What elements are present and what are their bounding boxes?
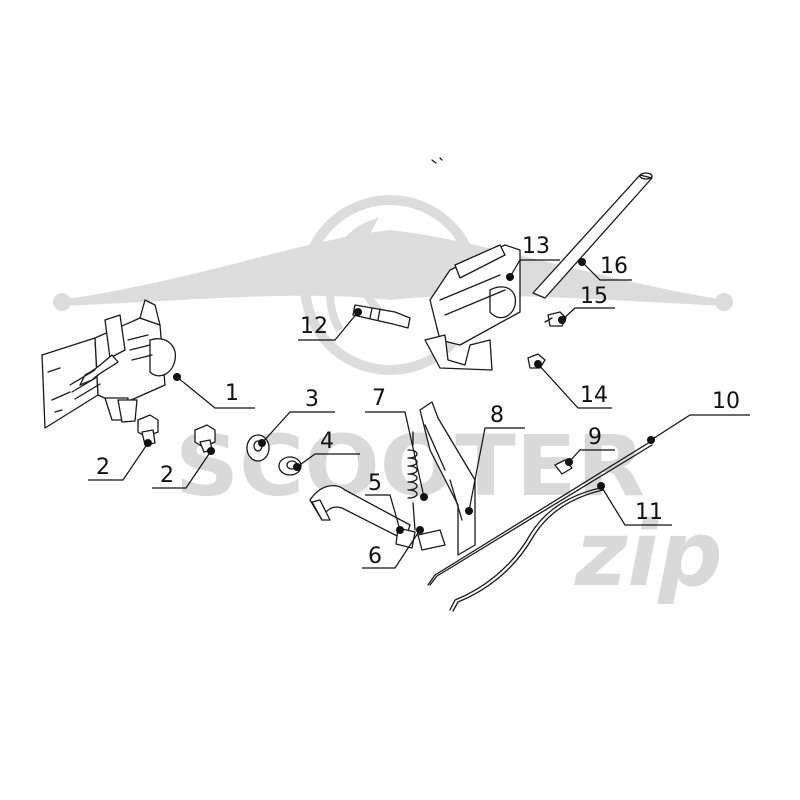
callout-label-7: 7 <box>372 386 386 411</box>
callout-9: 9 <box>565 425 615 466</box>
part-spring <box>407 431 418 531</box>
callout-label-15: 15 <box>580 284 608 309</box>
part-bracket <box>417 401 476 556</box>
callout-16: 16 <box>578 254 632 281</box>
callout-1: 1 <box>173 373 255 409</box>
part-lever-arm <box>309 485 416 549</box>
callout-10: 10 <box>647 389 750 444</box>
callout-label-5: 5 <box>368 471 382 496</box>
callout-label-4: 4 <box>320 429 334 454</box>
callout-label-2a: 2 <box>96 455 110 480</box>
callout-14: 14 <box>534 360 612 409</box>
callout-label-11: 11 <box>635 500 663 525</box>
callout-7: 7 <box>365 386 428 501</box>
part-control-rod-short <box>449 487 604 612</box>
callout-label-6: 6 <box>368 544 382 569</box>
callout-15: 15 <box>558 284 615 324</box>
callout-label-13: 13 <box>522 234 550 259</box>
watermark-logo: SCOOTER zip <box>53 195 733 607</box>
callout-label-9: 9 <box>588 425 602 450</box>
callout-12: 12 <box>298 308 362 341</box>
callout-label-16: 16 <box>600 254 628 279</box>
callout-label-1: 1 <box>225 381 239 406</box>
callout-13: 13 <box>506 234 560 281</box>
stray-mark <box>431 157 443 164</box>
callout-6: 6 <box>362 526 424 569</box>
callout-label-2b: 2 <box>160 463 174 488</box>
part-control-rod-long <box>427 441 653 586</box>
callout-5: 5 <box>365 471 404 534</box>
callout-2a: 2 <box>88 439 152 481</box>
callout-8: 8 <box>465 403 525 515</box>
callout-label-14: 14 <box>580 383 608 408</box>
callout-11: 11 <box>597 482 672 526</box>
part-throttle-assembly <box>41 299 177 429</box>
callout-label-12: 12 <box>300 314 328 339</box>
callout-2b: 2 <box>152 447 215 489</box>
part-housing-cover <box>424 244 521 371</box>
callout-4: 4 <box>293 429 360 471</box>
callout-label-10: 10 <box>712 389 740 414</box>
watermark-brand-script: zip <box>574 502 723 607</box>
callout-3: 3 <box>258 387 335 447</box>
part-shaft <box>532 172 653 299</box>
callout-label-3: 3 <box>305 387 319 412</box>
part-pin <box>352 304 411 329</box>
callout-label-8: 8 <box>490 403 504 428</box>
